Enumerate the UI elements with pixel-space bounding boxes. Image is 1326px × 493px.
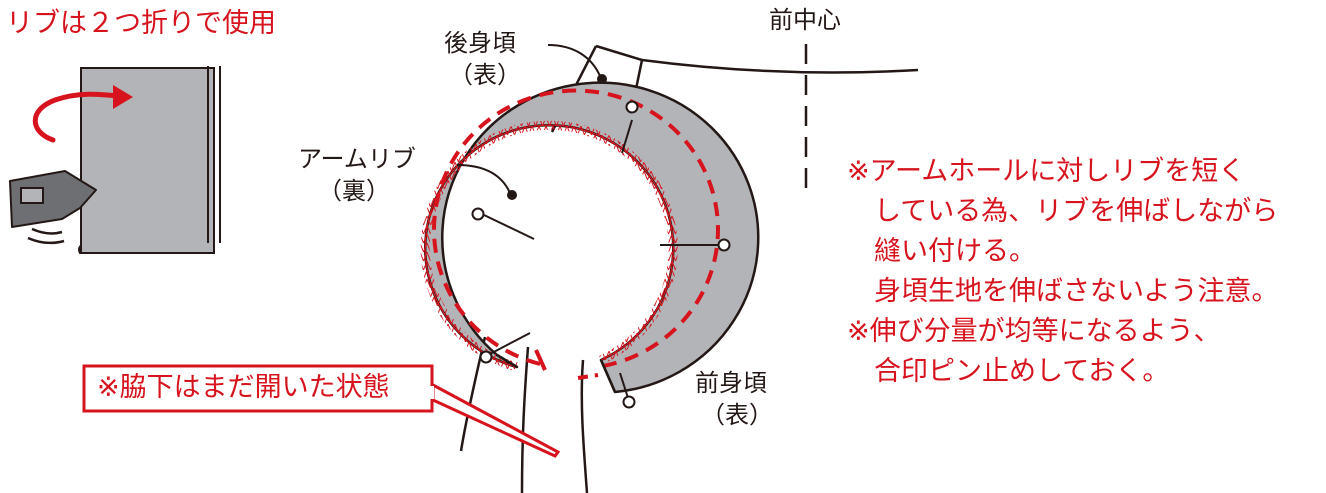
opening-end-line-right [599, 359, 617, 393]
steam-icon [27, 227, 65, 245]
label-leaders [456, 44, 601, 194]
section-title: リブは２つ折りで使用 [6, 8, 276, 39]
leader-dots [507, 74, 607, 200]
opening-end-line-left [496, 353, 518, 369]
arm-rib-ring [420, 81, 760, 394]
label-arm-rib-side: （裏） [318, 177, 390, 205]
side-seam-front [580, 359, 589, 493]
front-neckline [641, 58, 919, 74]
label-back-body: 後身頃 [444, 29, 516, 57]
callout-text: ※脇下はまだ開いた状態 [97, 372, 390, 403]
callout-box [82, 364, 561, 458]
match-mark-lines [483, 119, 720, 399]
note-line: 身頃生地を伸ばさないよう注意。 [847, 276, 1279, 307]
match-mark-pins [471, 100, 731, 409]
opening-dash-right [577, 373, 599, 380]
note-line: 縫い付ける。 [847, 236, 1036, 267]
label-arm-rib: アームリブ [298, 145, 416, 173]
arm-rib-inner-stitch [424, 124, 674, 368]
note-line: ※伸び分量が均等になるよう、 [847, 316, 1221, 347]
note-line: ※アームホールに対しリブを短く [847, 156, 1246, 187]
rib-fabric-piece [80, 67, 215, 254]
instruction-notes: ※アームホールに対しリブを短く している為、リブを伸ばしながら 縫い付ける。 身… [847, 152, 1278, 392]
note-line: している為、リブを伸ばしながら [847, 196, 1279, 227]
folded-rib-illustration [78, 66, 221, 254]
opening-dash-left [534, 349, 547, 371]
arm-rib-zigzag-stitch [420, 120, 678, 372]
back-shoulder-line [595, 44, 643, 62]
label-front-center: 前中心 [769, 6, 841, 34]
iron-icon [9, 170, 97, 228]
note-line: 合印ピン止めしておく。 [847, 356, 1170, 387]
label-front-body-side: （表） [701, 401, 773, 429]
label-front-body: 前身頃 [695, 369, 767, 397]
fold-arrow-icon [32, 85, 133, 143]
side-seam-back-inner [520, 346, 530, 493]
label-back-body-side: （表） [449, 61, 521, 89]
